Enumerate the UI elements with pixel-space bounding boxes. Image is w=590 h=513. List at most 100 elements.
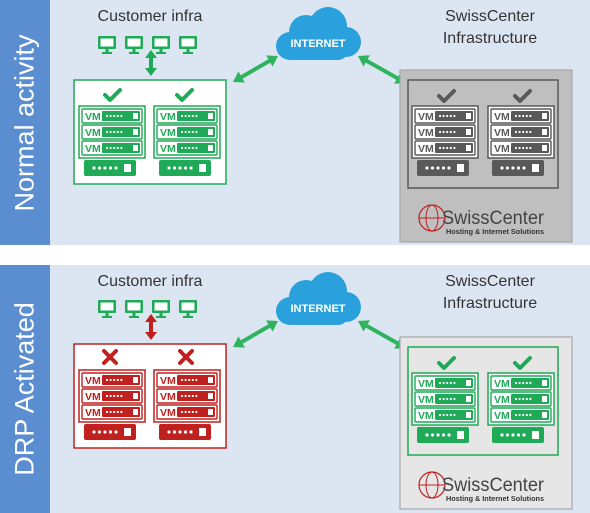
- normal-activity-panel: Normal activity Customer infra SwissCent…: [0, 0, 590, 245]
- storage-icon: [159, 160, 211, 176]
- svg-text:VM: VM: [160, 127, 176, 139]
- vm-server-icon: VM: [414, 140, 476, 156]
- customer-infra-label: Customer infra: [97, 8, 203, 25]
- panel-sidebar: DRP Activated: [0, 265, 50, 513]
- svg-text:VM: VM: [494, 143, 510, 155]
- storage-icon: [84, 160, 136, 176]
- monitor-icon: [125, 36, 143, 54]
- svg-text:VM: VM: [418, 394, 434, 406]
- vm-server-icon: VM: [490, 407, 552, 423]
- svg-text:VM: VM: [160, 111, 176, 123]
- storage-icon: [417, 427, 469, 443]
- check-icon: [513, 356, 532, 370]
- svg-text:VM: VM: [85, 143, 101, 155]
- monitor-server-link-arrow: [145, 314, 157, 340]
- svg-text:VM: VM: [494, 378, 510, 390]
- customer-internet-arrow: [233, 320, 278, 348]
- internet-swisscenter-arrow: [358, 55, 406, 84]
- vm-server-icon: VM: [156, 140, 218, 156]
- svg-text:VM: VM: [418, 410, 434, 422]
- svg-text:VM: VM: [418, 378, 434, 390]
- vm-server-icon: VM: [156, 388, 218, 404]
- storage-icon: [492, 160, 544, 176]
- svg-text:VM: VM: [160, 375, 176, 387]
- vm-server-icon: VM: [414, 124, 476, 140]
- vm-server-icon: VM: [81, 124, 143, 140]
- internet-label: INTERNET: [291, 38, 346, 50]
- vm-server-icon: VM: [490, 124, 552, 140]
- vm-server-icon: VM: [81, 388, 143, 404]
- svg-text:VM: VM: [418, 143, 434, 155]
- svg-text:VM: VM: [418, 127, 434, 139]
- vm-server-icon: VM: [81, 108, 143, 124]
- monitor-icon: [98, 300, 116, 318]
- logo-text: SwissCenter: [442, 208, 545, 229]
- swisscenter-label-line2: Infrastructure: [442, 30, 538, 47]
- storage-icon: [84, 424, 136, 440]
- swisscenter-infra-frame: [407, 79, 559, 189]
- check-icon: [103, 88, 122, 102]
- vm-server-icon: VM: [81, 140, 143, 156]
- svg-text:VM: VM: [494, 394, 510, 406]
- svg-text:VM: VM: [85, 127, 101, 139]
- vm-server-icon: VM: [414, 391, 476, 407]
- vm-server-icon: VM: [156, 404, 218, 420]
- host-server: VM VM VM: [487, 105, 555, 159]
- cross-icon: [102, 349, 118, 365]
- vm-server-icon: VM: [414, 108, 476, 124]
- host-server: VM VM VM: [411, 105, 479, 159]
- internet-label: INTERNET: [291, 303, 346, 315]
- cross-icon: [178, 349, 194, 365]
- monitor-icon: [98, 36, 116, 54]
- vm-server-icon: VM: [81, 404, 143, 420]
- check-icon: [437, 89, 456, 103]
- vm-server-icon: VM: [490, 391, 552, 407]
- drp-activated-panel: DRP Activated Customer infra SwissCenter…: [0, 265, 590, 513]
- storage-icon: [159, 424, 211, 440]
- host-server: VM VM VM: [411, 372, 479, 426]
- internet-cloud: INTERNET: [276, 272, 361, 325]
- svg-text:VM: VM: [494, 127, 510, 139]
- vm-server-icon: VM: [490, 140, 552, 156]
- panel-sidebar: Normal activity: [0, 0, 50, 245]
- monitor-icon: [152, 300, 170, 318]
- vm-server-icon: VM: [156, 372, 218, 388]
- check-icon: [175, 88, 194, 102]
- storage-icon: [492, 427, 544, 443]
- vm-server-icon: VM: [156, 124, 218, 140]
- customer-infra-label: Customer infra: [97, 273, 203, 290]
- svg-text:VM: VM: [160, 391, 176, 403]
- logo-tagline: Hosting & Internet Solutions: [446, 496, 544, 503]
- swisscenter-label-line2: Infrastructure: [442, 295, 538, 312]
- drp-activated-diagram: VMVMVMVMVMVMINTERNETVMVMVMVMVMVMSwissCen…: [73, 272, 573, 510]
- svg-text:VM: VM: [418, 111, 434, 123]
- host-server: VM VM VM: [153, 105, 221, 159]
- svg-text:VM: VM: [85, 111, 101, 123]
- svg-text:VM: VM: [85, 407, 101, 419]
- vm-server-icon: VM: [156, 108, 218, 124]
- vm-server-icon: VM: [81, 372, 143, 388]
- monitor-icon: [152, 36, 170, 54]
- check-icon: [437, 356, 456, 370]
- swisscenter-label-line1: SwissCenter: [445, 8, 535, 25]
- logo-tagline: Hosting & Internet Solutions: [446, 229, 544, 236]
- monitor-icon: [179, 36, 197, 54]
- svg-text:VM: VM: [494, 410, 510, 422]
- customer-internet-arrow: [233, 55, 278, 83]
- svg-text:VM: VM: [494, 111, 510, 123]
- svg-text:VM: VM: [160, 143, 176, 155]
- vm-server-icon: VM: [414, 375, 476, 391]
- logo-text: SwissCenter: [442, 475, 545, 496]
- swisscenter-label-line1: SwissCenter: [445, 273, 535, 290]
- host-server: VM VM VM: [487, 372, 555, 426]
- monitor-icon: [179, 300, 197, 318]
- vm-server-icon: VM: [490, 108, 552, 124]
- monitor-server-link-arrow: [145, 50, 157, 76]
- internet-swisscenter-arrow: [358, 320, 406, 349]
- swisscenter-infra-frame: [407, 346, 559, 456]
- normal-activity-diagram: VM VM VM VM VM VM INTERNET VM VM VM VM VM VM SwissCen…: [73, 7, 573, 243]
